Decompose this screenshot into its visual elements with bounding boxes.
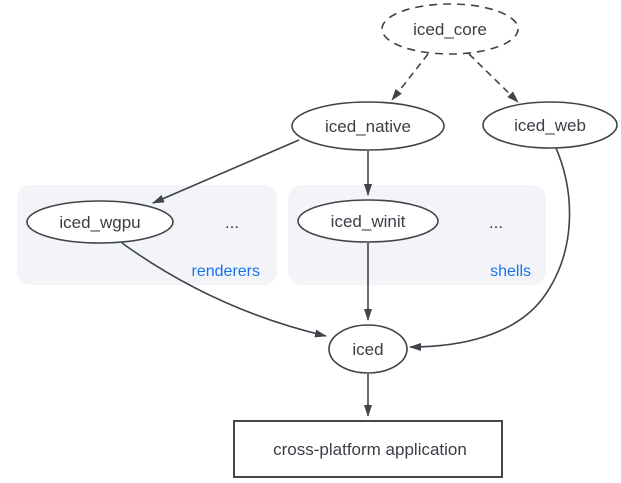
- iced_web-ellipse: [482, 101, 618, 149]
- renderers-ellipsis: ...: [225, 213, 239, 232]
- iced_core-ellipse: [381, 3, 519, 55]
- edge-iced_core-iced_web: [468, 53, 519, 103]
- iced_native-label: iced_native: [325, 117, 411, 136]
- iced-label: iced: [352, 340, 383, 359]
- iced_native-ellipse: [291, 101, 445, 151]
- iced_core-label: iced_core: [413, 20, 487, 39]
- iced-ellipse: [328, 324, 408, 374]
- renderers-group-label: renderers: [192, 263, 260, 280]
- node-iced_native: iced_native: [291, 101, 445, 151]
- iced_web-label: iced_web: [514, 116, 586, 135]
- node-iced_wgpu: iced_wgpu: [26, 200, 174, 244]
- iced_winit-label: iced_winit: [331, 212, 406, 231]
- node-iced: iced: [328, 324, 408, 374]
- iced_wgpu-label: iced_wgpu: [59, 213, 140, 232]
- iced_winit-ellipse: [297, 199, 439, 243]
- iced_wgpu-ellipse: [26, 200, 174, 244]
- node-application: cross-platform application: [233, 420, 503, 478]
- shells-ellipsis: ...: [489, 213, 503, 232]
- edge-iced_native-iced_wgpu: [152, 139, 300, 204]
- edge-iced_wgpu-iced: [121, 242, 327, 338]
- edge-iced_core-iced_native: [391, 53, 429, 101]
- shells-group-label: shells: [490, 263, 531, 280]
- edge-iced_web-iced: [409, 147, 571, 351]
- node-iced_web: iced_web: [482, 101, 618, 149]
- node-iced_core: iced_core: [381, 3, 519, 55]
- application-rect: [233, 420, 503, 478]
- application-label: cross-platform application: [273, 440, 467, 459]
- node-iced_winit: iced_winit: [297, 199, 439, 243]
